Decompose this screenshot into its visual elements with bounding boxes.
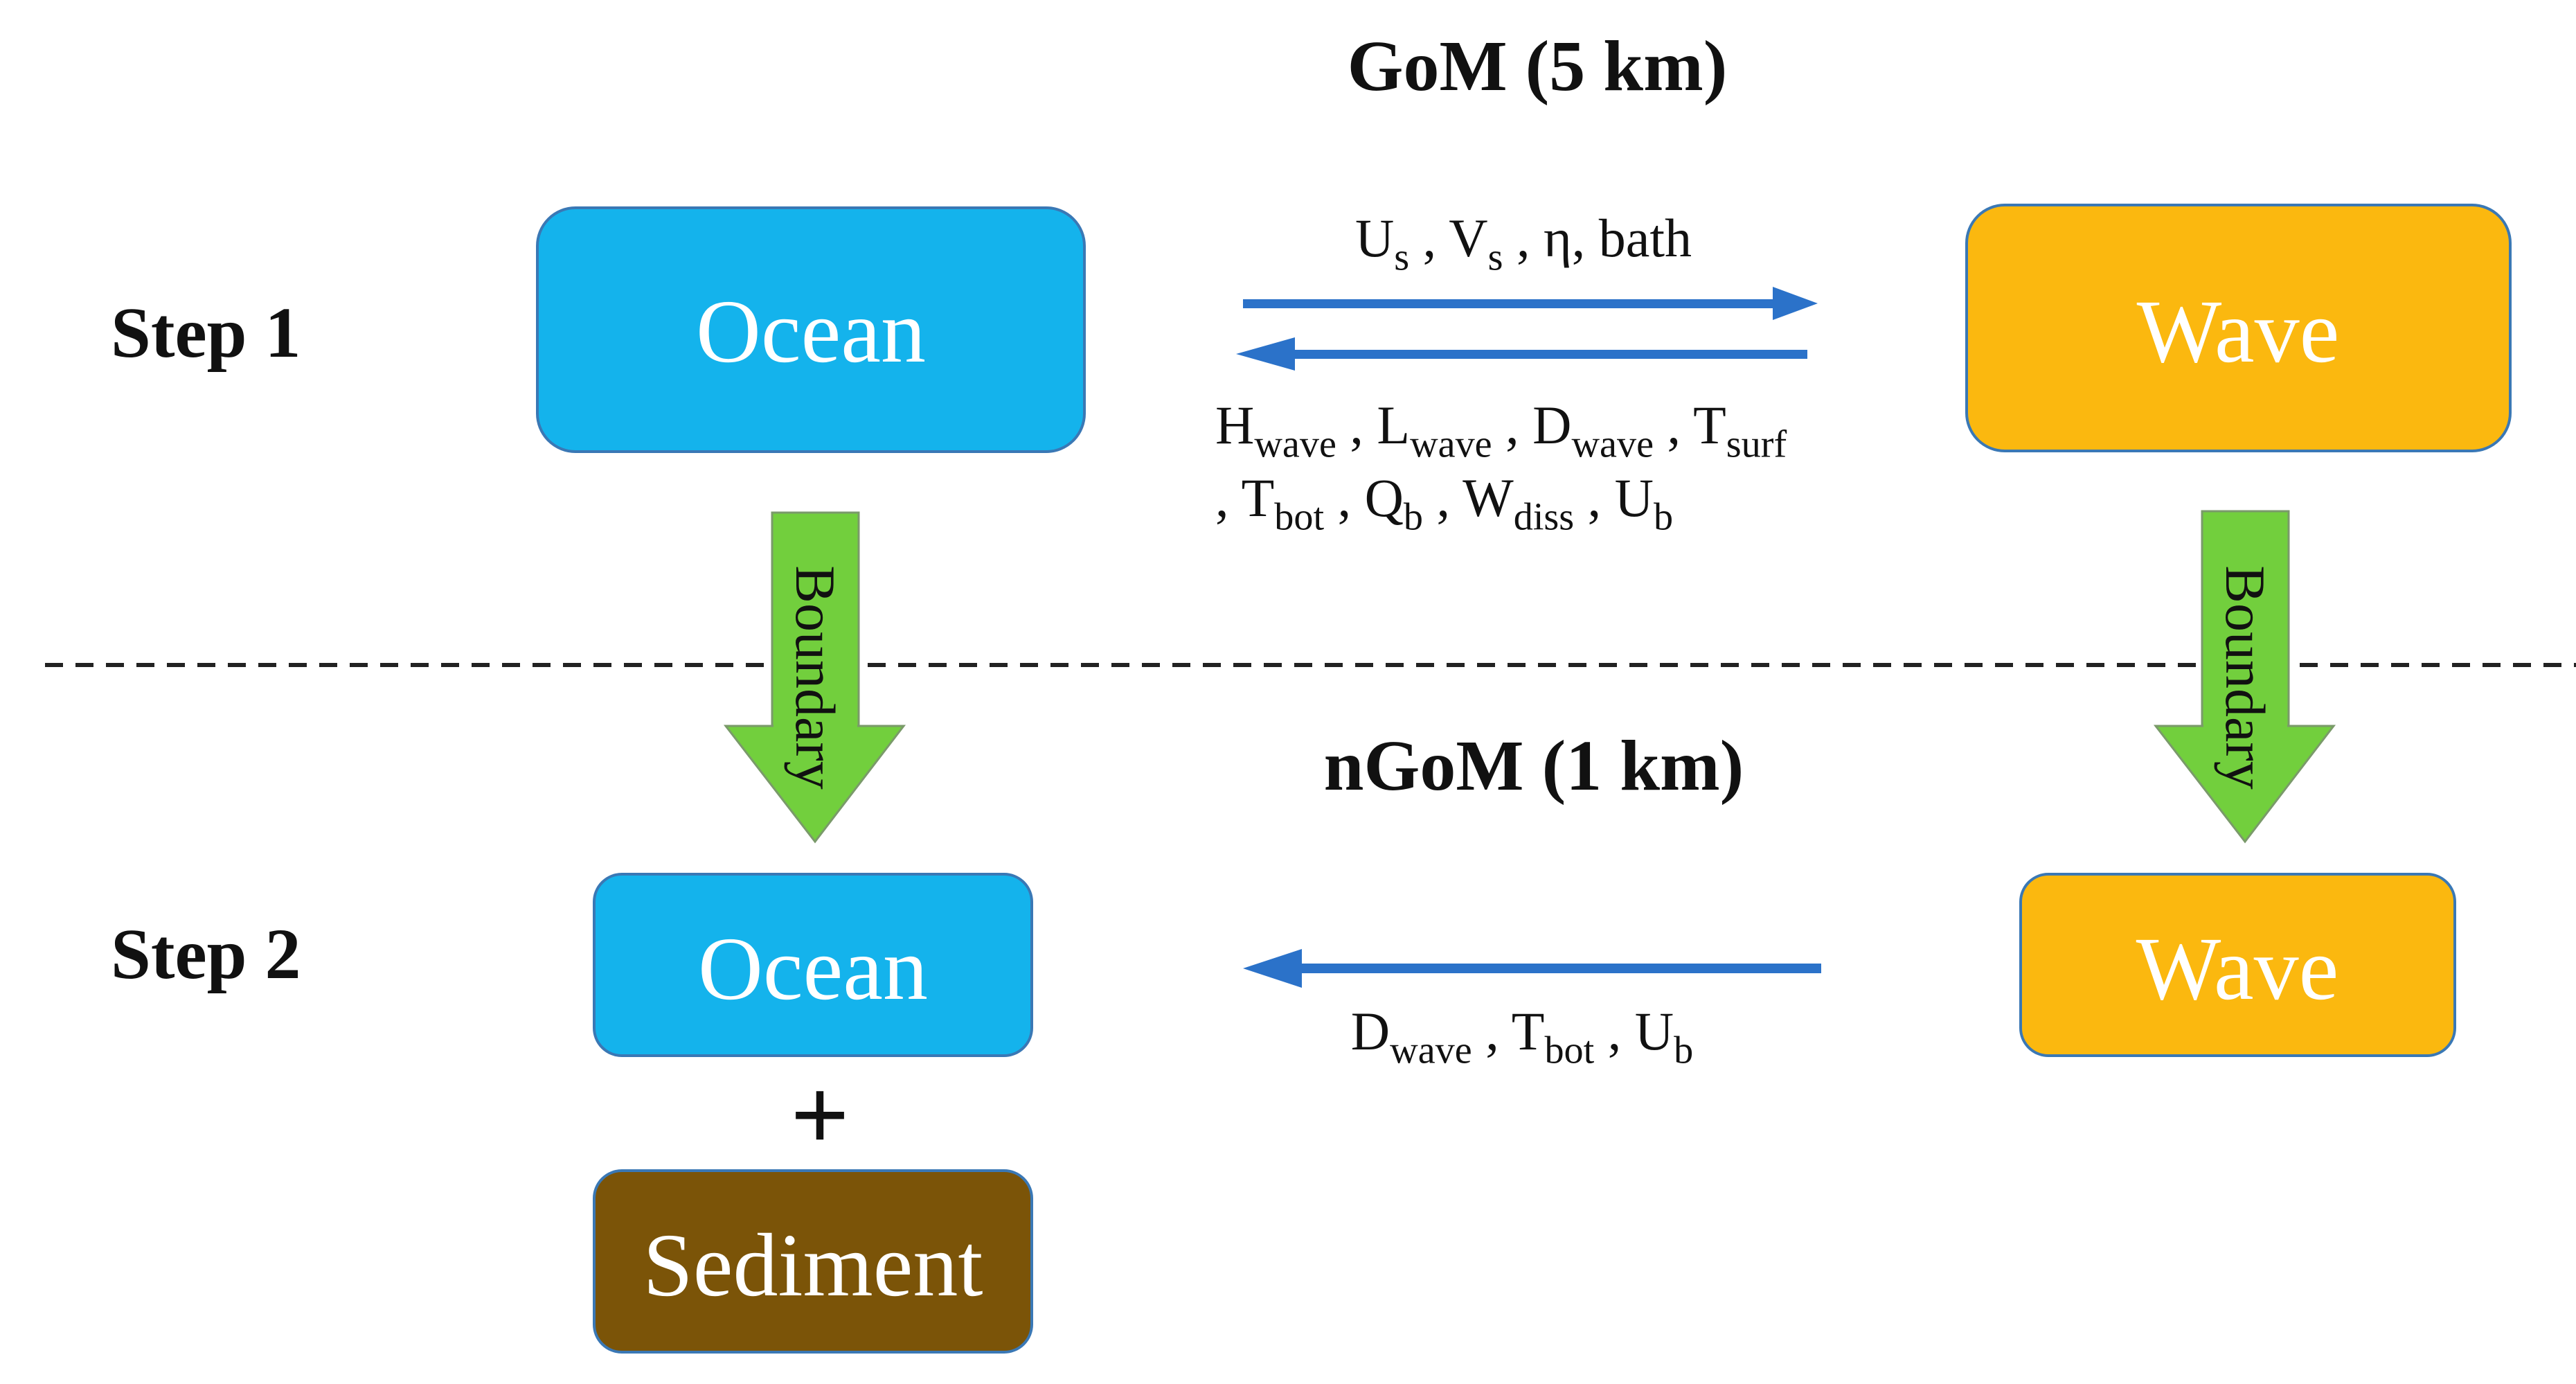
step2-wave-label: Wave: [2136, 919, 2339, 1019]
ocean-to-wave-vars: Us , Vs , η, bath: [1355, 208, 1692, 279]
step2-ocean-rect: [593, 873, 1033, 1057]
ocean-boundary-arrow: Boundary: [723, 511, 906, 844]
plus-sign: +: [790, 1058, 849, 1173]
sediment-label: Sediment: [643, 1216, 983, 1315]
wave-to-ocean-vars-line1: Hwave , Lwave , Dwave , Tsurf: [1215, 395, 1787, 466]
step1-ocean-rect: [536, 206, 1086, 453]
step2-ocean-label: Ocean: [698, 919, 928, 1019]
wave-to-ocean-vars-line2: , Tbot , Qb , Wdiss , Ub: [1215, 468, 1673, 539]
step1-label: Step 1: [111, 293, 301, 373]
step2-ocean-box: Ocean: [593, 873, 1033, 1057]
sediment-rect: [593, 1169, 1033, 1354]
step2-wave-to-ocean-arrow: [1243, 949, 1821, 988]
step2-wave-rect: [2019, 873, 2456, 1057]
step2-wave-to-ocean-vars: Dwave , Tbot , Ub: [1351, 1001, 1693, 1072]
wave-boundary-label: Boundary: [2214, 565, 2277, 789]
step2-label: Step 2: [111, 914, 301, 994]
ocean-boundary-label: Boundary: [784, 565, 847, 789]
gom-title: GoM (5 km): [1348, 26, 1728, 106]
wave-to-ocean-arrow: [1236, 337, 1807, 371]
step1-wave-box: Wave: [1965, 204, 2512, 452]
step2-wave-box: Wave: [2019, 873, 2456, 1057]
step1-wave-label: Wave: [2137, 282, 2340, 382]
step1-ocean-box: Ocean: [536, 206, 1086, 453]
ocean-to-wave-arrow: [1243, 287, 1818, 320]
step1-wave-rect: [1965, 204, 2512, 452]
sediment-box: Sediment: [593, 1169, 1033, 1354]
wave-boundary-arrow: Boundary: [2153, 510, 2336, 844]
ngom-title: nGoM (1 km): [1324, 726, 1744, 806]
step1-ocean-label: Ocean: [696, 282, 926, 382]
